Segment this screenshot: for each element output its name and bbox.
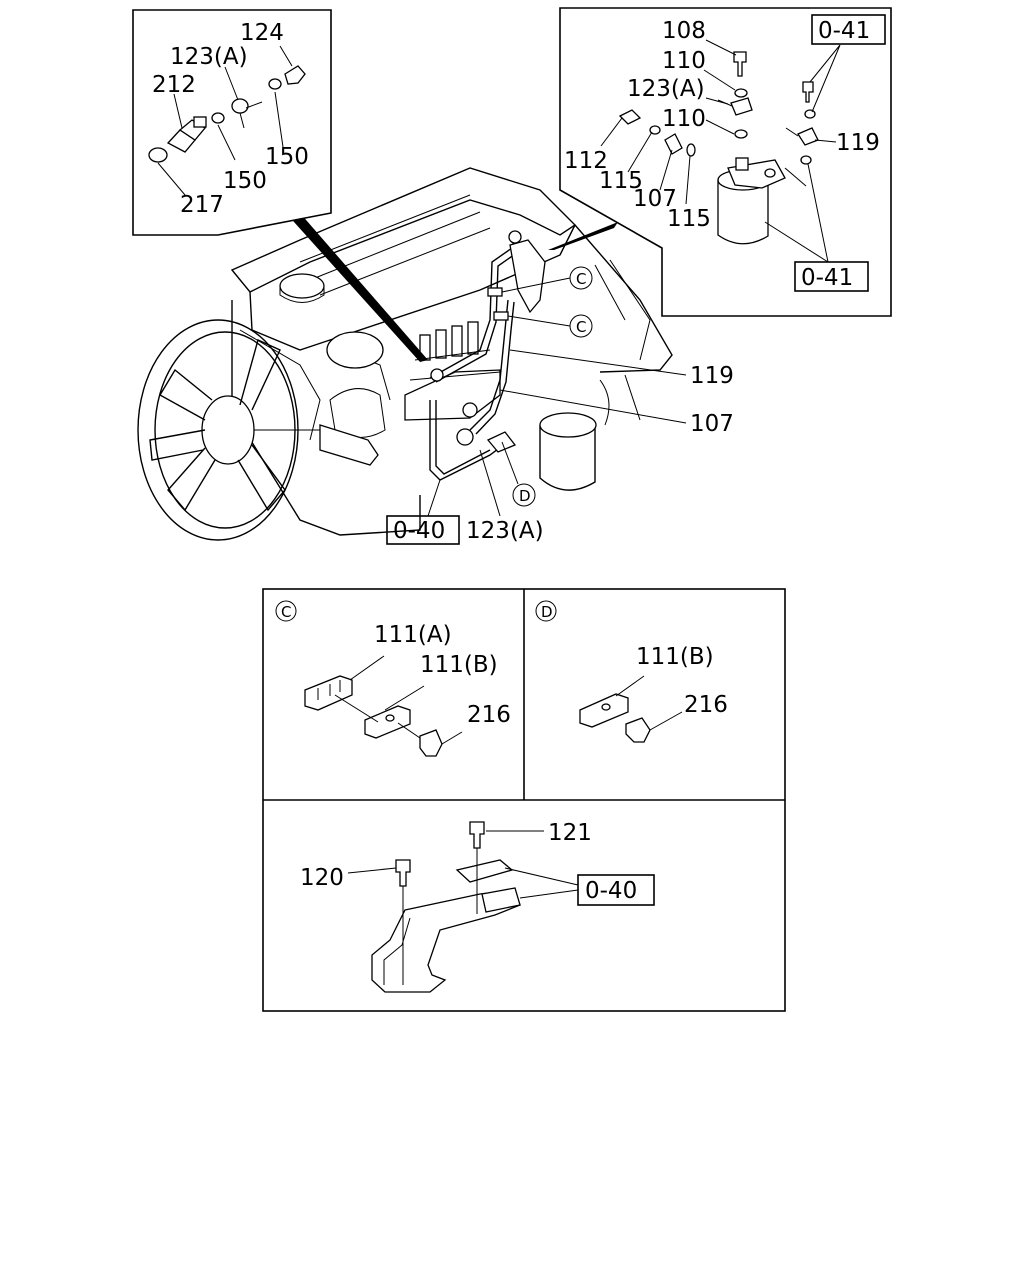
leader-wedge-left <box>285 212 428 362</box>
label-107-engine: 107 <box>690 411 734 437</box>
ref-0-41-top: 0-41 <box>818 18 870 44</box>
label-108: 108 <box>662 18 706 44</box>
label-111a: 111(A) <box>374 622 452 648</box>
label-c-upper: C <box>576 270 586 288</box>
label-123a: 123(A) <box>627 76 705 102</box>
circle-d <box>512 483 536 507</box>
label-212: 212 <box>152 72 196 98</box>
detail-c-label: C <box>281 603 291 621</box>
label-115-right: 115 <box>667 206 711 232</box>
label-150-left: 150 <box>223 168 267 194</box>
detail-c: C 111(A) 111(B) 216 <box>275 600 511 757</box>
inset-sensor: 124 123(A) 212 150 150 217 <box>132 9 332 236</box>
engine-illustration <box>137 167 673 541</box>
label-216-c: 216 <box>467 702 511 728</box>
detail-d: D 111(B) 216 <box>535 600 728 743</box>
ref-box-top <box>811 14 886 45</box>
circle-c-upper <box>569 266 593 290</box>
label-119-engine: 119 <box>690 363 734 389</box>
label-150-right: 150 <box>265 144 309 170</box>
label-d: D <box>519 487 531 505</box>
circle-c-lower <box>569 314 593 338</box>
label-110-top: 110 <box>662 48 706 74</box>
inset-fuel-filter: 108 110 123(A) 110 112 115 107 115 119 0… <box>559 7 892 317</box>
ref-box-bottom <box>794 261 869 292</box>
label-111b-c: 111(B) <box>420 652 498 678</box>
detail-panels: C 111(A) 111(B) 216 D 111(B) 216 <box>262 588 786 1012</box>
detail-d-label: D <box>541 603 553 621</box>
label-112: 112 <box>564 148 608 174</box>
label-c-lower: C <box>576 318 586 336</box>
label-111b-d: 111(B) <box>636 644 714 670</box>
ref-0-40-engine: 0-40 <box>393 518 445 544</box>
ref-box-0-40-bracket <box>577 874 655 906</box>
ref-box-0-40-engine <box>386 515 460 545</box>
label-120: 120 <box>300 865 344 891</box>
label-123a-engine: 123(A) <box>466 518 544 544</box>
label-121: 121 <box>548 820 592 846</box>
ref-0-40-bracket: 0-40 <box>585 878 637 904</box>
label-110-mid: 110 <box>662 106 706 132</box>
detail-bracket: 121 120 0-40 <box>300 820 655 993</box>
engine-callouts: C C 119 107 D 0-40 123(A) <box>386 266 734 545</box>
label-124: 124 <box>240 20 284 46</box>
label-107: 107 <box>633 186 677 212</box>
label-115-left: 115 <box>599 168 643 194</box>
label-217: 217 <box>180 192 224 218</box>
label-216-d: 216 <box>684 692 728 718</box>
leader-wedge-right <box>548 222 618 250</box>
label-119: 119 <box>836 130 880 156</box>
ref-0-41-bottom: 0-41 <box>801 265 853 291</box>
label-123a: 123(A) <box>170 44 248 70</box>
